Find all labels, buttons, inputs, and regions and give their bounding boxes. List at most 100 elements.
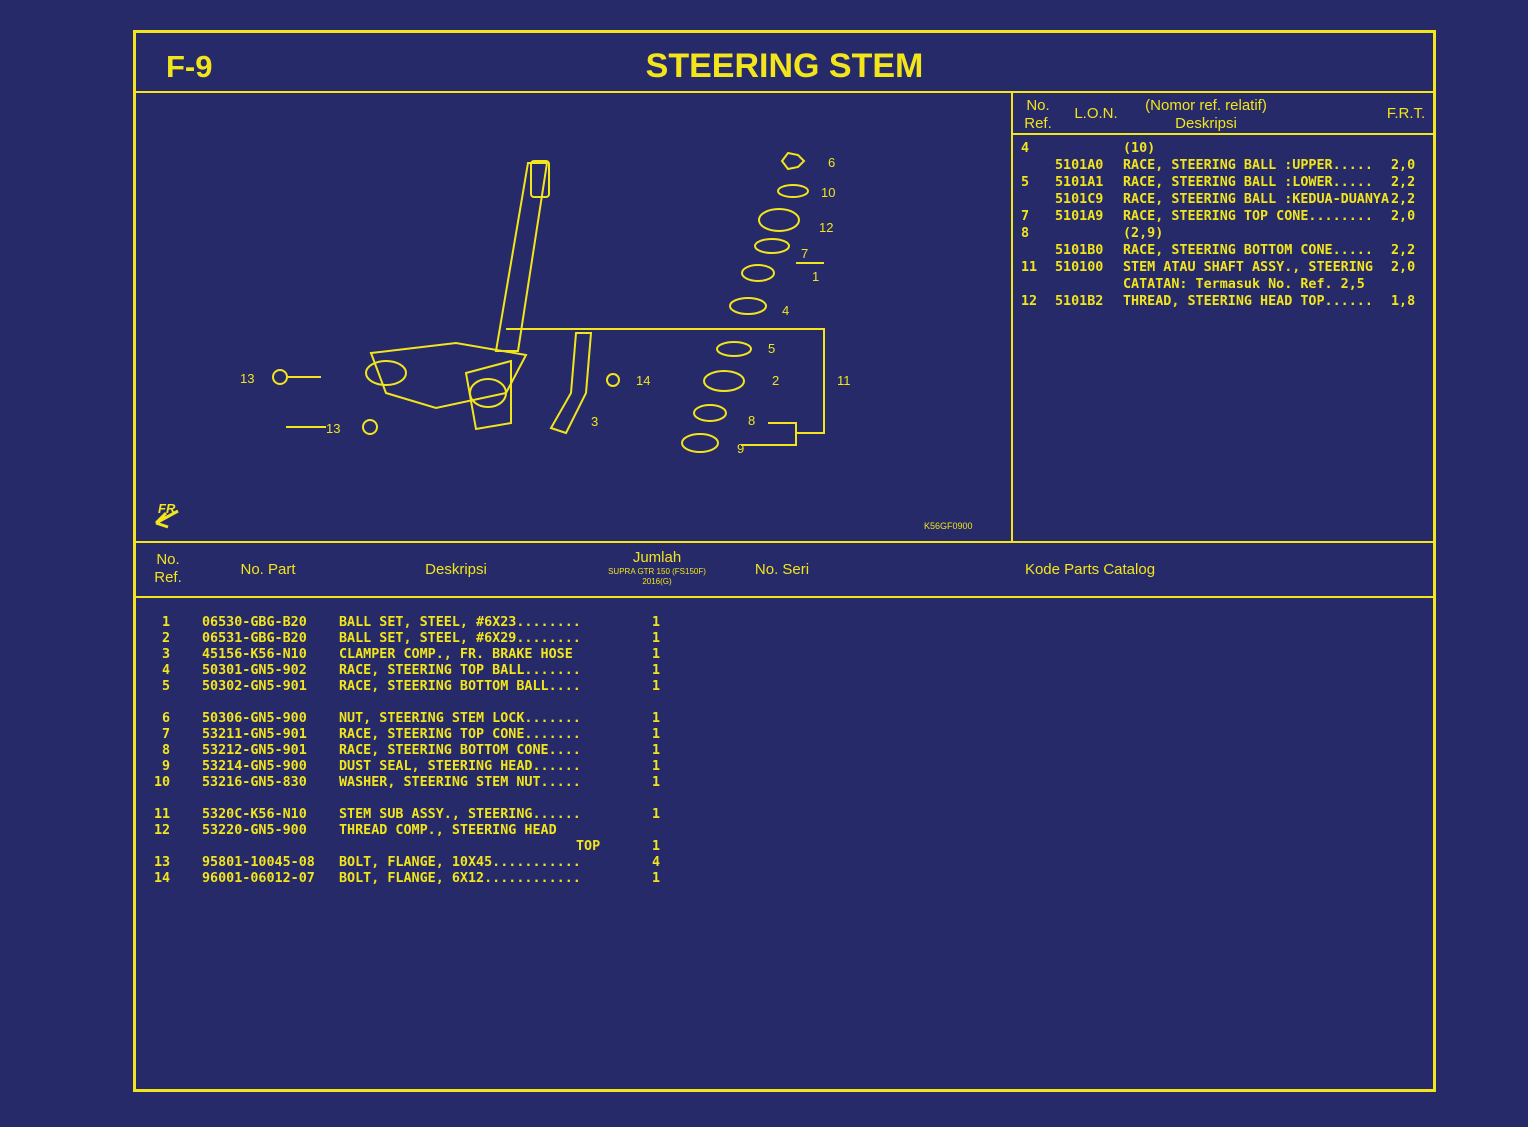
part-number-cell: 53220-GN5-900 <box>202 823 307 838</box>
frt-cell: 2,0 <box>1391 209 1416 224</box>
lon-cell: 510100 <box>1055 260 1104 275</box>
ref-cell: 11 <box>154 807 171 822</box>
desc-cell: (10) <box>1123 141 1156 156</box>
quantity-cell: 1 <box>652 711 661 726</box>
race-bottom <box>716 341 752 357</box>
frt-cell: 2,0 <box>1391 158 1416 173</box>
frt-cell: 2,0 <box>1391 260 1416 275</box>
desc-cell: CATATAN: Termasuk No. Ref. 2,5 <box>1123 277 1365 292</box>
parts-header-serial: No. Seri <box>754 561 810 578</box>
description-cell: STEM SUB ASSY., STEERING...... <box>339 807 581 822</box>
ref-cell: 11 <box>1021 260 1038 275</box>
lon-cell: 5101B0 <box>1055 243 1104 258</box>
bottom-cone <box>693 404 727 422</box>
part-number-cell: 5320C-K56-N10 <box>202 807 307 822</box>
desc-cell: RACE, STEERING BOTTOM CONE..... <box>1123 243 1373 258</box>
description-cell: RACE, STEERING TOP BALL....... <box>339 663 581 678</box>
ball-set-2 <box>703 370 745 392</box>
description-continuation: TOP <box>576 839 601 854</box>
ref-cell: 13 <box>154 855 171 870</box>
ref-cell: 7 <box>162 727 171 742</box>
ref-cell: 8 <box>1021 226 1030 241</box>
callout-11: 11 <box>837 373 851 388</box>
stem-nut <box>780 151 806 171</box>
callout-13-b: 13 <box>326 421 340 436</box>
description-cell: BOLT, FLANGE, 6X12............ <box>339 871 581 886</box>
parts-header-part: No. Part <box>240 561 296 578</box>
bottom-bridge-left <box>369 341 528 410</box>
quantity-cell: 4 <box>652 855 661 870</box>
front-mark: FR. <box>158 501 179 516</box>
thread-top <box>758 208 800 232</box>
callout-4: 4 <box>782 303 789 318</box>
ref-cell: 4 <box>1021 141 1030 156</box>
description-cell: RACE, STEERING TOP CONE....... <box>339 727 581 742</box>
callout-5: 5 <box>768 341 775 356</box>
ref-cell: 4 <box>162 663 171 678</box>
parts-table-row: 11 5320C-K56-N10 STEM SUB ASSY., STEERING.… <box>136 807 836 823</box>
lon-cell: 5101A0 <box>1055 158 1104 173</box>
figure-code: F-9 <box>166 49 213 84</box>
part-number-cell: 06531-GBG-B20 <box>202 631 307 646</box>
quantity-cell: 1 <box>652 759 661 774</box>
parts-header-catalog: Kode Parts Catalog <box>1024 561 1156 578</box>
ref-header-lon: L.O.N. <box>1074 105 1118 122</box>
ref-cell: 12 <box>154 823 171 838</box>
description-cell: DUST SEAL, STEERING HEAD...... <box>339 759 581 774</box>
description-cell: NUT, STEERING STEM LOCK....... <box>339 711 581 726</box>
description-cell: WASHER, STEERING STEM NUT..... <box>339 775 581 790</box>
quantity-cell: 1 <box>652 807 661 822</box>
ref-header-desc: (Nomor ref. relatif)Deskripsi <box>1145 97 1267 132</box>
callout-3: 3 <box>591 414 598 429</box>
callout-13-a: 13 <box>240 371 254 386</box>
ref-cell: 5 <box>162 679 171 694</box>
part-number-cell: 50302-GN5-901 <box>202 679 307 694</box>
front-arrow <box>154 509 179 529</box>
frt-cell: 2,2 <box>1391 192 1416 207</box>
ball-set-1 <box>741 264 775 282</box>
desc-cell: STEM ATAU SHAFT ASSY., STEERING <box>1123 260 1373 275</box>
diagram-bottom-divider <box>136 541 1433 543</box>
ref-cell: 7 <box>1021 209 1030 224</box>
part-number-cell: 50301-GN5-902 <box>202 663 307 678</box>
description-cell: RACE, STEERING BOTTOM CONE.... <box>339 743 581 758</box>
ref-header-divider <box>1011 133 1433 135</box>
diagram-divider <box>1011 91 1013 541</box>
quantity-cell: 1 <box>652 647 661 662</box>
quantity-cell: 1 <box>652 615 661 630</box>
part-number-cell: 96001-06012-07 <box>202 871 315 886</box>
bottom-bridge-right <box>464 359 512 431</box>
part-number-cell: 53212-GN5-901 <box>202 743 307 758</box>
ref-header-frt: F.R.T. <box>1386 105 1426 122</box>
frt-cell: 2,2 <box>1391 175 1416 190</box>
washer <box>777 184 809 198</box>
ref-table-row: 4 (10) <box>1021 141 1441 158</box>
quantity-cell: 1 <box>652 839 661 854</box>
callout-7: 7 <box>801 246 808 261</box>
callout-10: 10 <box>821 185 835 200</box>
description-cell: BALL SET, STEEL, #6X29........ <box>339 631 581 646</box>
lon-cell: 5101B2 <box>1055 294 1104 309</box>
ref-cell: 9 <box>162 759 171 774</box>
callout-8: 8 <box>748 413 755 428</box>
drawing-code: K56GF0900 <box>924 521 973 531</box>
part-number-cell: 95801-10045-08 <box>202 855 315 870</box>
quantity-cell: 1 <box>652 679 661 694</box>
desc-cell: RACE, STEERING TOP CONE........ <box>1123 209 1373 224</box>
ref-header-no: No.Ref. <box>1024 97 1052 132</box>
lon-cell: 5101A9 <box>1055 209 1104 224</box>
desc-cell: RACE, STEERING BALL :LOWER..... <box>1123 175 1373 190</box>
frt-cell: 1,8 <box>1391 294 1416 309</box>
